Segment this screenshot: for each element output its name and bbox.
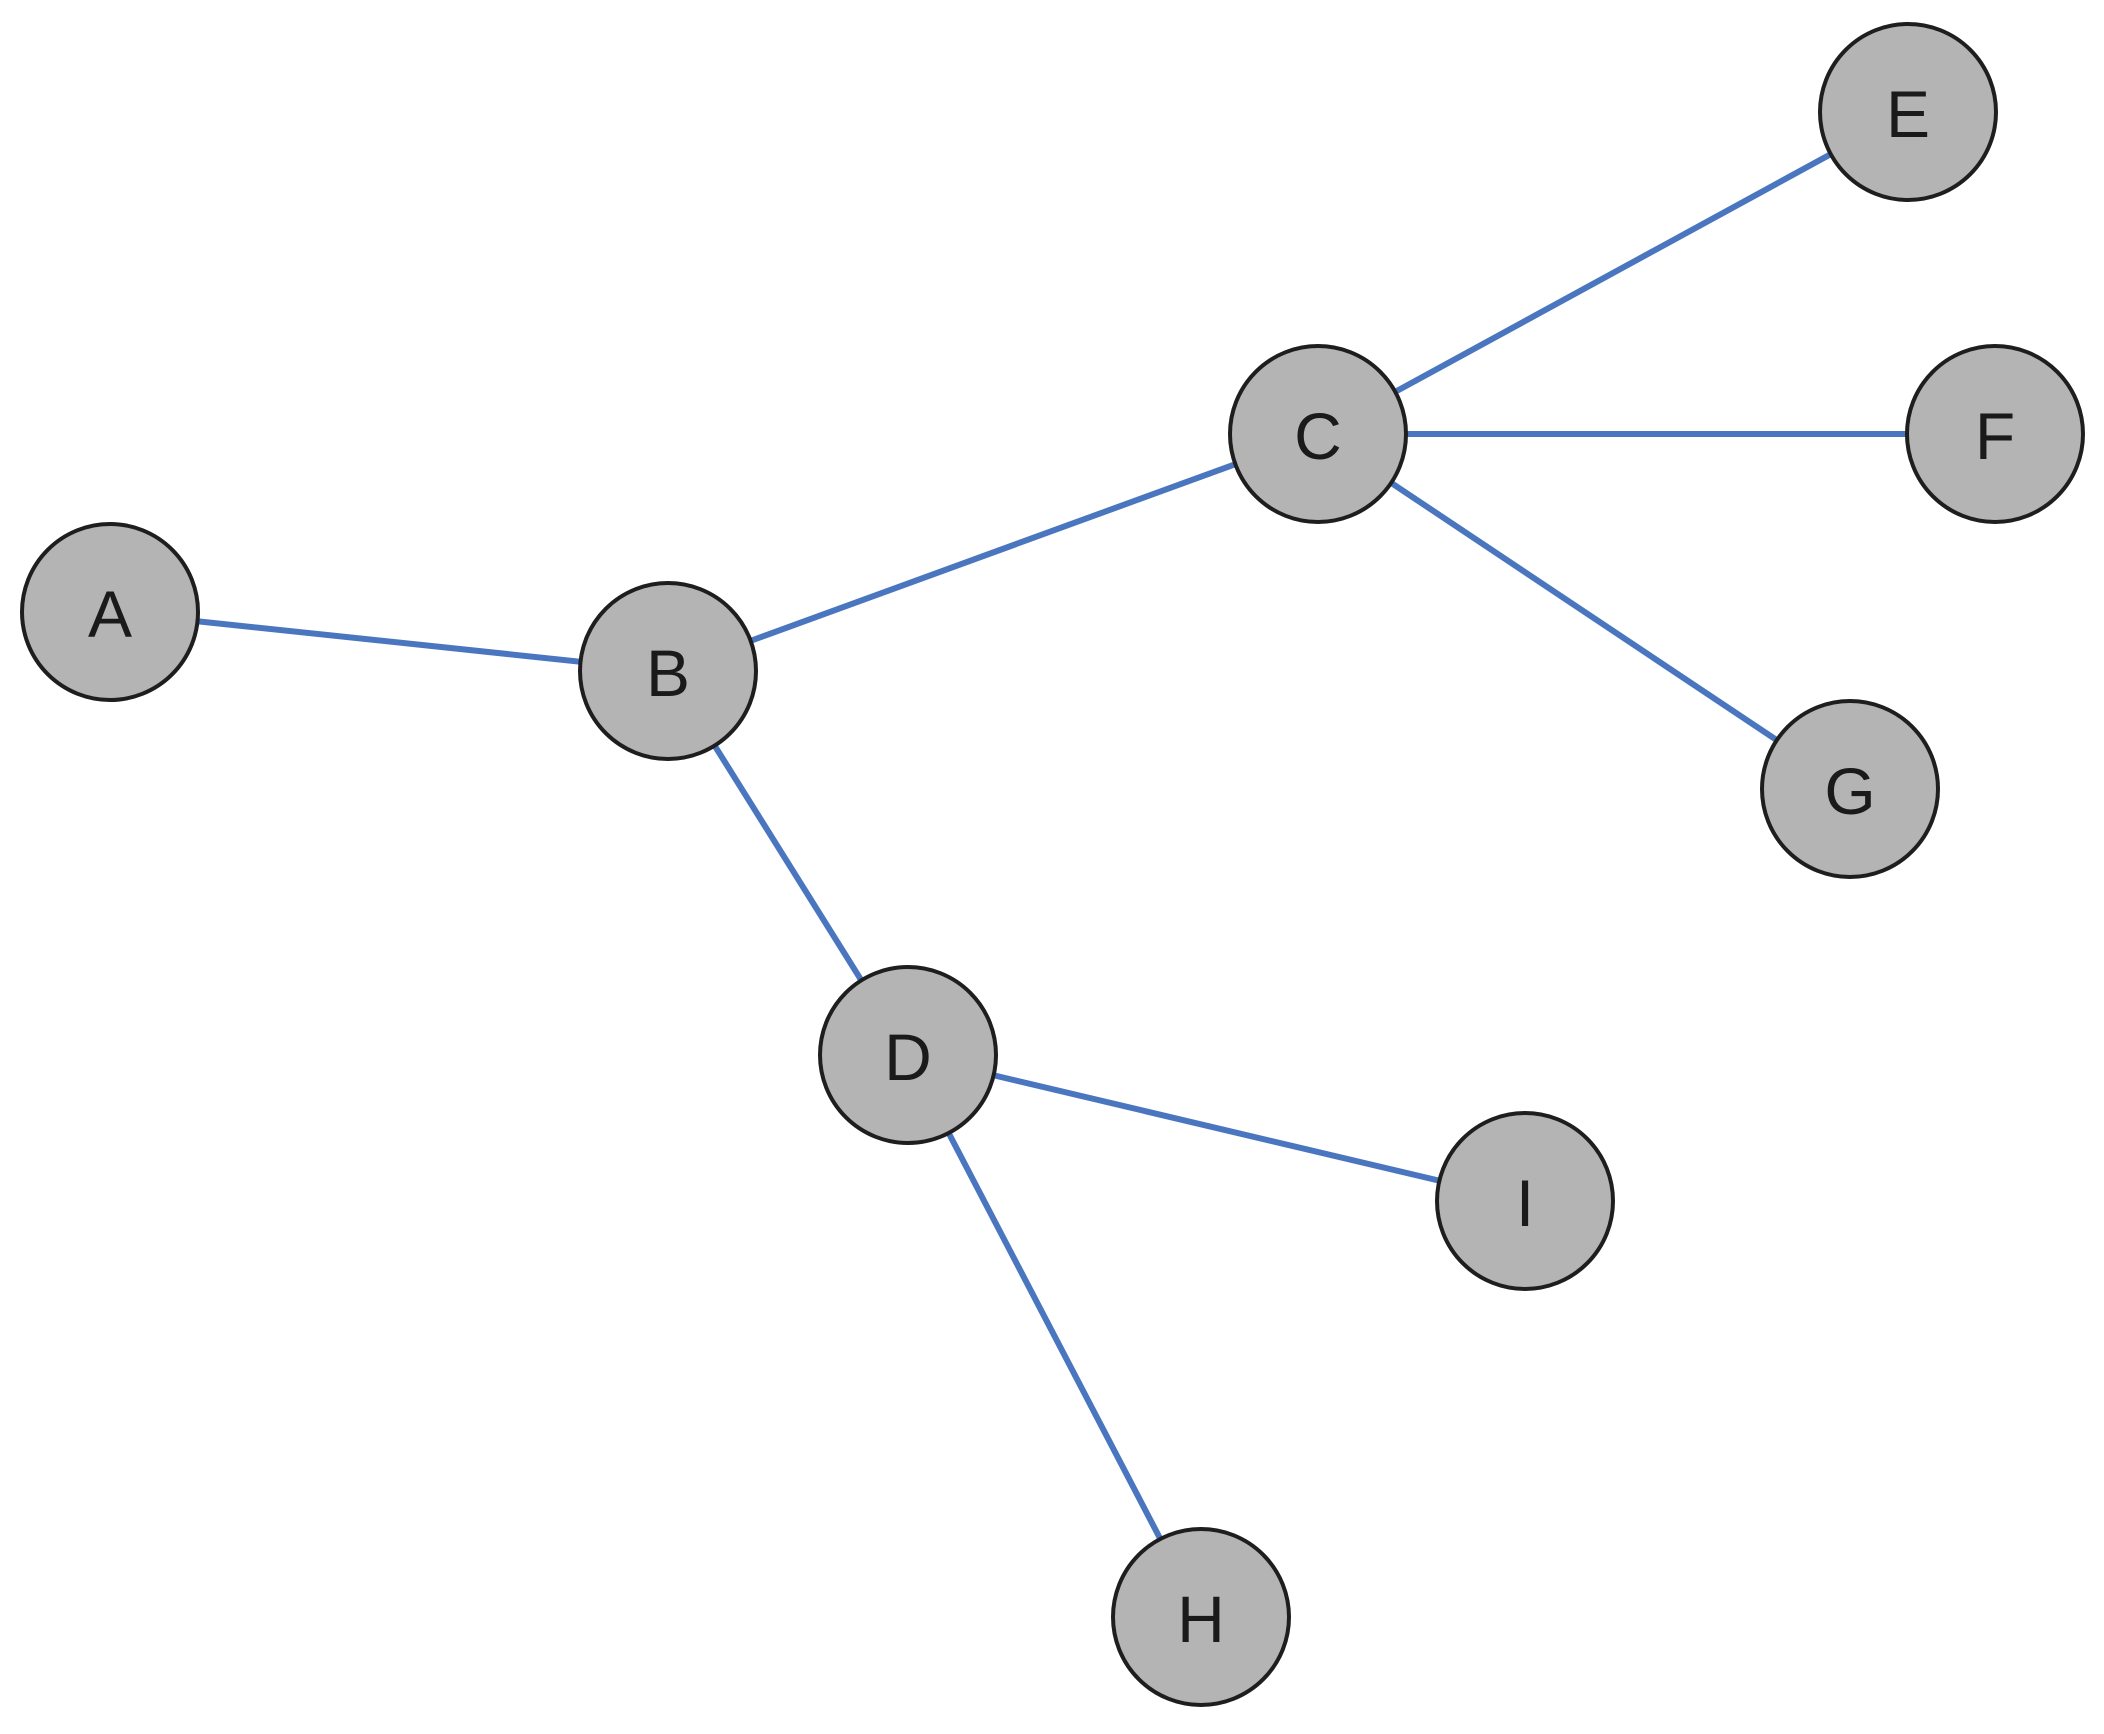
node-circle <box>1111 1527 1291 1707</box>
edge-a-b <box>107 609 671 674</box>
node-circle <box>1818 22 1998 202</box>
node-label: E <box>1886 77 1930 151</box>
node-circle <box>1760 699 1940 879</box>
node-b: B <box>578 581 758 761</box>
edge-b-c <box>665 431 1321 674</box>
node-layer: A B C D E F G H I <box>20 22 2085 1707</box>
node-label: A <box>88 577 132 651</box>
node-label: G <box>1824 754 1875 828</box>
edge-c-g <box>1315 431 1853 792</box>
node-label: I <box>1516 1166 1534 1240</box>
node-circle <box>1905 344 2085 524</box>
node-h: H <box>1111 1527 1291 1707</box>
node-label: C <box>1294 399 1342 473</box>
node-circle <box>1435 1111 1615 1291</box>
node-label: D <box>884 1020 932 1094</box>
node-e: E <box>1818 22 1998 202</box>
node-circle <box>818 965 998 1145</box>
edge-d-i <box>905 1052 1528 1204</box>
node-label: H <box>1177 1582 1225 1656</box>
node-circle <box>578 581 758 761</box>
node-circle <box>20 522 200 702</box>
node-g: G <box>1760 699 1940 879</box>
node-label: B <box>646 636 690 710</box>
node-circle <box>1228 344 1408 524</box>
node-i: I <box>1435 1111 1615 1291</box>
node-a: A <box>20 522 200 702</box>
edge-d-h <box>905 1052 1204 1620</box>
node-d: D <box>818 965 998 1145</box>
node-c: C <box>1228 344 1408 524</box>
edge-c-e <box>1315 109 1911 437</box>
node-label: F <box>1975 399 2015 473</box>
node-f: F <box>1905 344 2085 524</box>
edge-layer <box>107 109 1998 1620</box>
